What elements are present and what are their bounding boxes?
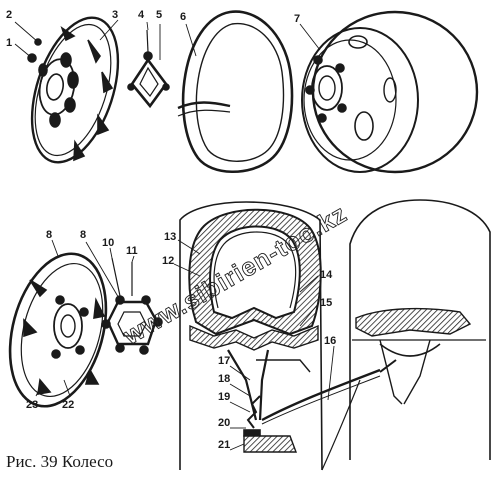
- part-number-22: 22: [62, 399, 74, 411]
- part-number-12: 12: [162, 255, 174, 267]
- part-number-3: 3: [112, 9, 118, 21]
- part-number-5: 5: [156, 9, 162, 21]
- part-number-20: 20: [218, 417, 230, 429]
- wheel-rim-drawing: [301, 10, 479, 174]
- part-numbers: 2 1 3 4 5 6 7 8 8 10 11 13 12 14 15 16 1…: [6, 9, 336, 451]
- wheel-cap-drawing: [8, 252, 108, 408]
- part-number-7: 7: [294, 13, 300, 25]
- part-number-8-cap: 8: [46, 229, 52, 241]
- part-number-15: 15: [320, 297, 332, 309]
- lock-ring-drawing: [177, 10, 294, 174]
- part-number-18: 18: [218, 373, 230, 385]
- part-number-13: 13: [164, 231, 176, 243]
- figure-caption: Рис. 39 Колесо: [6, 452, 114, 471]
- part-number-19: 19: [218, 391, 230, 403]
- hub-cap-drawing: [27, 16, 120, 164]
- installed-wheel-drawing: [349, 199, 491, 460]
- part-number-11: 11: [126, 245, 138, 257]
- part-number-16: 16: [324, 335, 336, 347]
- tire-section-drawing: [179, 201, 397, 471]
- leader-lines: [14, 19, 335, 451]
- part-number-17: 17: [218, 355, 230, 367]
- part-number-8-bracket: 8: [80, 229, 86, 241]
- part-number-6: 6: [180, 11, 186, 23]
- part-number-14: 14: [320, 269, 333, 281]
- part-number-21: 21: [218, 439, 230, 451]
- part-number-10: 10: [102, 237, 114, 249]
- part-number-23: 23: [26, 399, 38, 411]
- part-number-4: 4: [138, 9, 145, 21]
- part-number-1: 1: [6, 37, 12, 49]
- star-bracket-drawing: [101, 257, 163, 355]
- part-number-2: 2: [6, 9, 12, 21]
- clip-drawing: [127, 29, 170, 109]
